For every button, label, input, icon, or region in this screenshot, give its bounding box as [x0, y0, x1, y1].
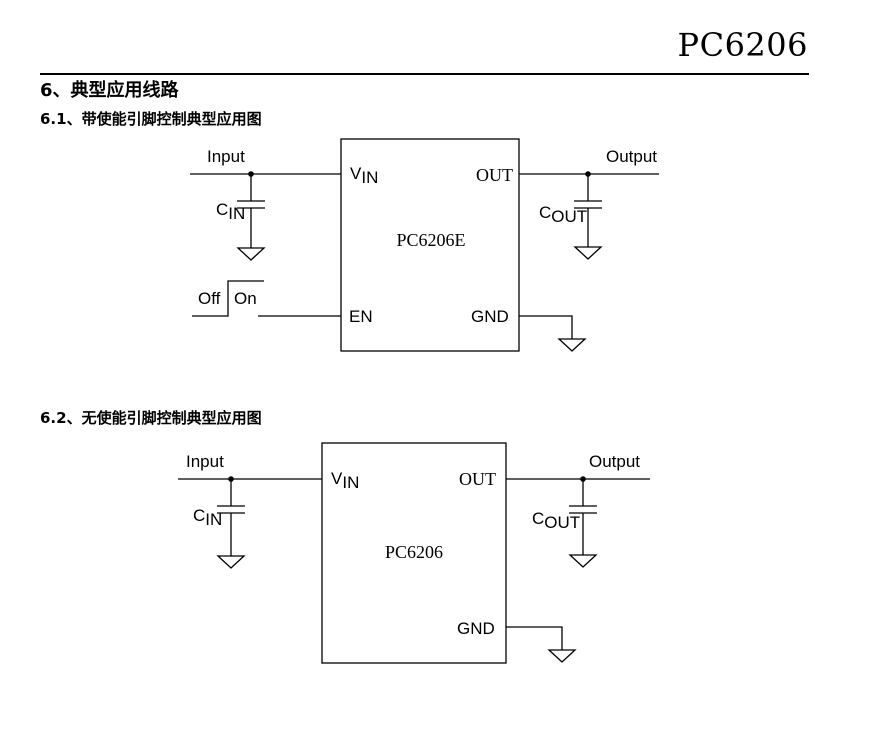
circuit1-on-label: On	[234, 289, 257, 308]
circuit1-on-off-waveform-icon	[192, 280, 264, 317]
circuit1-diagram: PC6206E Input CIN VIN OUT Output COUT	[190, 138, 659, 352]
circuit2-chip-body	[321, 442, 507, 664]
circuit2-cin-label: CIN	[193, 506, 222, 529]
circuit1-cout-capacitor	[574, 174, 602, 247]
circuit2-cin-ground-icon	[216, 555, 246, 569]
part-number: PC6206	[677, 26, 808, 64]
header-rule	[40, 73, 809, 75]
circuit1-title: 6.1、带使能引脚控制典型应用图	[40, 110, 262, 128]
circuit1-chip-body	[340, 138, 520, 352]
circuit2-chip-ground-icon	[547, 649, 577, 663]
circuit2-gnd-pin: GND	[457, 619, 495, 638]
circuit1-vin-pin: VIN	[350, 164, 378, 187]
circuit1-en-pin: EN	[349, 307, 373, 326]
circuit1-gnd-wire	[519, 315, 573, 339]
circuit1-cout-ground-icon	[573, 246, 603, 260]
circuit2-title: 6.2、无使能引脚控制典型应用图	[40, 409, 262, 427]
circuit2-out-pin: OUT	[459, 469, 496, 489]
circuit2-output-label: Output	[589, 452, 640, 471]
circuit1-cout-label: COUT	[539, 203, 587, 226]
circuit2-chip-label: PC6206	[385, 542, 443, 562]
circuit1-cin-capacitor	[237, 174, 265, 248]
circuit2-vin-pin: VIN	[331, 469, 359, 492]
circuit1-input-label: Input	[207, 147, 245, 166]
circuit1-output-label: Output	[606, 147, 657, 166]
circuit1-off-label: Off	[198, 289, 221, 308]
circuit2-diagram: PC6206 Input CIN VIN OUT Output COUT	[178, 442, 650, 664]
circuit2-input-label: Input	[186, 452, 224, 471]
section-title: 6、典型应用线路	[40, 80, 179, 101]
circuit2-cout-label: COUT	[532, 509, 580, 532]
circuit2-cout-capacitor	[569, 479, 597, 555]
circuit1-chip-ground-icon	[557, 338, 587, 352]
circuit2-gnd-wire	[506, 626, 563, 650]
circuit1-out-pin: OUT	[476, 165, 513, 185]
circuit1-gnd-pin: GND	[471, 307, 509, 326]
circuit1-chip-label: PC6206E	[396, 230, 465, 250]
circuit1-cin-label: CIN	[216, 200, 245, 223]
circuit2-cin-capacitor	[217, 479, 245, 556]
circuit2-cout-ground-icon	[568, 554, 598, 568]
circuit1-cin-ground-icon	[236, 247, 266, 261]
